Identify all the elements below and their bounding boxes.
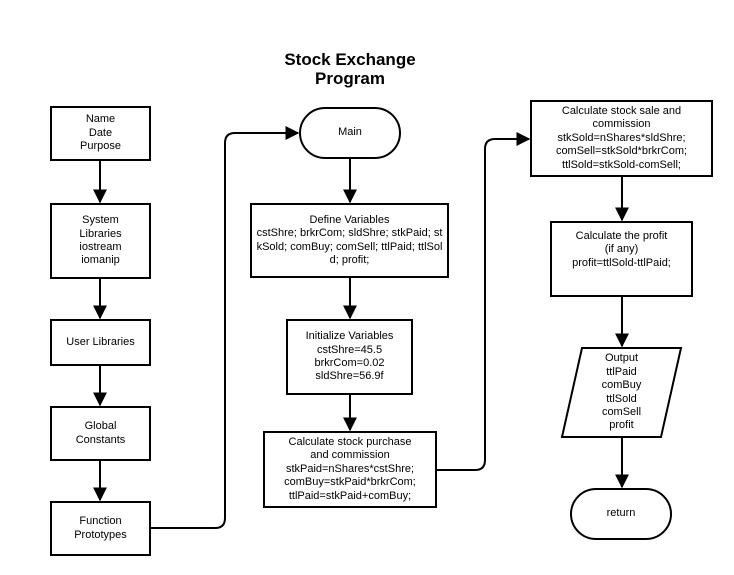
label-output-ttlpaid: ttlPaid: [606, 365, 637, 378]
label-system-libraries: System Libraries iostream iomanip: [51, 204, 150, 278]
label-sale-line-2: commission: [592, 118, 651, 131]
title-line-2: Program: [315, 69, 385, 88]
label-profit-line-2: (if any): [604, 243, 639, 256]
label-init-title: Initialize Variables: [305, 330, 394, 343]
label-init-cstshre: cstShre=45.5: [316, 343, 383, 356]
label-return-text: return: [606, 507, 636, 520]
terminator-return: [570, 488, 672, 540]
label-purchase-line-1: Calculate stock purchase: [288, 435, 412, 448]
connector-prototypes-to-main: [150, 126, 300, 529]
label-constants: Constants: [75, 433, 126, 446]
label-function: Function: [79, 515, 122, 528]
label-system: System: [82, 214, 119, 227]
label-main: Main: [300, 108, 400, 158]
label-return: return: [571, 489, 671, 539]
label-define-variables-title: Define Variables: [309, 213, 390, 226]
label-name: Name: [85, 113, 116, 126]
label-purchase-line-2: and commission: [310, 449, 390, 462]
label-function-prototypes: Function Prototypes: [51, 502, 150, 555]
label-calc-profit: Calculate the profit (if any) profit=ttl…: [551, 222, 692, 278]
label-output-ttlsold: ttlSold: [606, 392, 637, 405]
label-sale-line-5: ttlSold=stkSold-comSell;: [562, 158, 681, 171]
label-profit-line-3: profit=ttlSold-ttlPaid;: [572, 256, 671, 269]
label-header-info: Name Date Purpose: [51, 107, 150, 160]
label-profit-line-1: Calculate the profit: [575, 229, 668, 242]
label-sale-line-3: stkSold=nShares*sldShre;: [557, 131, 686, 144]
label-user-libraries: User Libraries: [51, 320, 150, 365]
label-libraries: Libraries: [79, 227, 122, 240]
box-global-constants: [50, 406, 151, 461]
parallelogram-output: [560, 347, 683, 438]
label-define-variables: Define Variables cstShre; brkrCom; sldSh…: [256, 204, 443, 277]
label-init-brkrcom: brkrCom=0.02: [314, 357, 385, 369]
label-calc-purchase: Calculate stock purchase and commission …: [264, 432, 436, 507]
label-init-sldshre: sldShre=56.9f: [315, 370, 384, 383]
label-sale-line-1: Calculate stock sale and: [561, 104, 682, 117]
box-header-info: [50, 106, 151, 161]
label-initialize-variables: Initialize Variables cstShre=45.5 brkrCo…: [287, 320, 412, 394]
label-date: Date: [88, 126, 113, 139]
box-system-libraries: [50, 203, 151, 279]
label-main-text: Main: [338, 126, 362, 139]
label-sale-line-4: comSell=stkSold*brkrCom;: [555, 145, 688, 158]
label-prototypes: Prototypes: [74, 528, 127, 541]
label-calc-sale: Calculate stock sale and commission stkS…: [531, 101, 712, 176]
box-user-libraries: [50, 319, 151, 366]
label-user-libraries-text: User Libraries: [66, 335, 135, 348]
box-define-variables: [250, 203, 449, 278]
label-purchase-line-5: ttlPaid=stkPaid+comBuy;: [288, 489, 412, 502]
box-function-prototypes: [50, 501, 151, 556]
label-output-combuy: comBuy: [601, 379, 642, 392]
label-output-title: Output: [604, 352, 639, 365]
connector-purchase-to-sale: [436, 132, 531, 471]
title-line-1: Stock Exchange: [284, 50, 416, 69]
label-output-profit: profit: [609, 419, 634, 432]
box-calc-purchase: [263, 431, 437, 508]
diagram-title: Stock Exchange Program: [250, 50, 450, 88]
label-global: Global: [84, 420, 117, 433]
label-purchase-line-3: stkPaid=nShares*cstShre;: [285, 462, 415, 475]
label-output-comsell: comSell: [601, 405, 642, 418]
label-iomanip: iomanip: [81, 254, 120, 267]
box-calc-profit: [550, 221, 693, 297]
label-purpose: Purpose: [80, 140, 121, 153]
label-output: Output ttlPaid comBuy ttlSold comSell pr…: [572, 348, 671, 437]
label-global-constants: Global Constants: [51, 407, 150, 460]
label-purchase-line-4: comBuy=stkPaid*brkrCom;: [284, 476, 416, 489]
label-iostream: iostream: [79, 241, 122, 253]
label-define-variables-list: cstShre; brkrCom; sldShre; stkPaid; stkS…: [256, 227, 443, 266]
